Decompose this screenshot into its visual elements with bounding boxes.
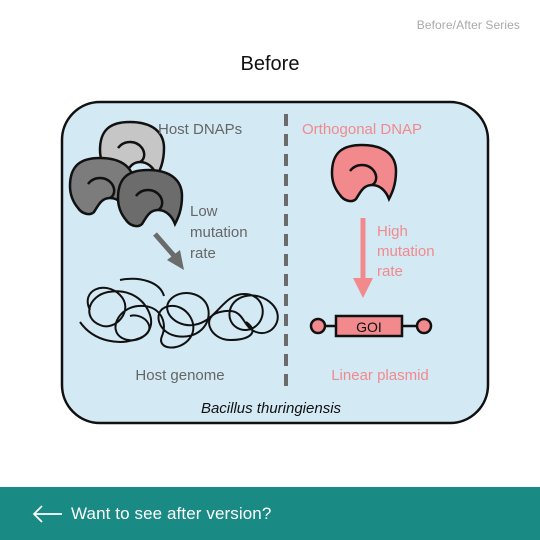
linear-plasmid-icon <box>309 314 433 338</box>
host-genome-label: Host genome <box>135 367 224 384</box>
goi-label: GOI <box>356 319 382 335</box>
low-rate-label-line3: rate <box>190 245 216 262</box>
organism-label: Bacillus thuringiensis <box>201 400 342 417</box>
orthogonal-dnap-icon <box>330 143 398 203</box>
host-genome-icon <box>79 277 279 349</box>
low-rate-arrow <box>153 232 184 270</box>
host-dnaps-label: Host DNAPs <box>158 121 242 138</box>
see-after-version-button[interactable]: Want to see after version? <box>0 487 540 540</box>
low-rate-label-line1: Low <box>190 203 218 220</box>
linear-plasmid-label: Linear plasmid <box>331 367 429 384</box>
figure-illustration: Host DNAPs Orthogonal DNAP Low mutation … <box>60 100 490 430</box>
figure-svg: Host DNAPs Orthogonal DNAP Low mutation … <box>60 100 490 425</box>
host-dnap-icon-dark-2 <box>116 168 184 228</box>
orthogonal-dnap-label: Orthogonal DNAP <box>302 121 422 138</box>
low-rate-label-line2: mutation <box>190 224 248 241</box>
high-rate-label-line3: rate <box>377 263 403 280</box>
series-label: Before/After Series <box>416 18 520 32</box>
arrow-left-icon <box>31 504 63 524</box>
figure-title: Before <box>240 53 300 75</box>
high-rate-arrow <box>353 218 373 298</box>
high-rate-label-line2: mutation <box>377 243 435 260</box>
high-rate-label-line1: High <box>377 223 408 240</box>
see-after-version-label: Want to see after version? <box>71 503 272 523</box>
